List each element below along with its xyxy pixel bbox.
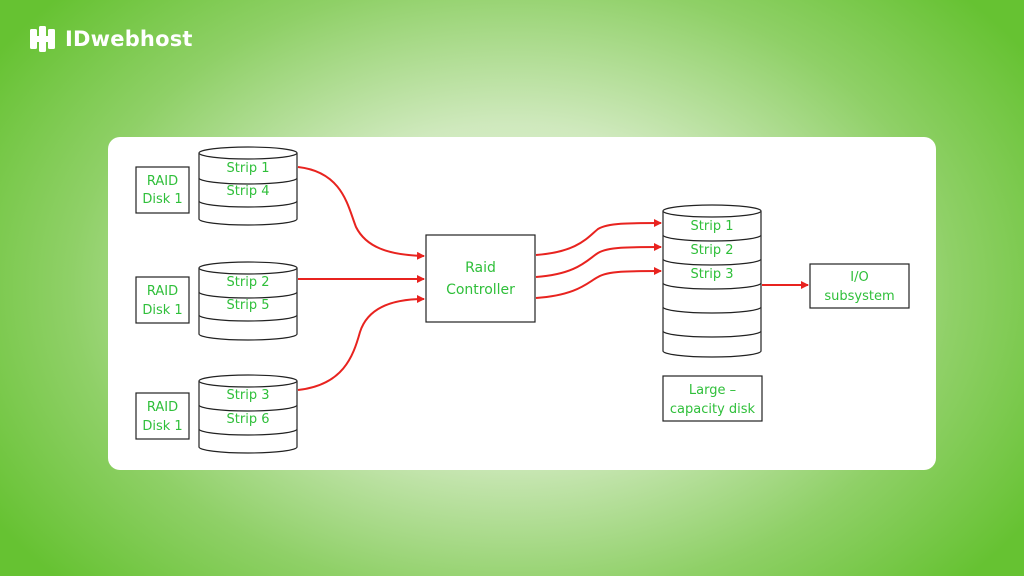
raid-disk-label-line2: Disk 1 <box>142 303 182 318</box>
disk-strip-label: Strip 4 <box>227 184 270 199</box>
raid-diagram: RAID Disk 1 Strip 1 Strip 4 RAID Disk 1 … <box>135 146 910 454</box>
disk-strip-label: Strip 2 <box>227 275 270 290</box>
arrow-controller-to-strip1 <box>535 219 662 256</box>
io-subsystem-box <box>809 263 910 309</box>
arrow-controller-to-strip3 <box>535 267 662 299</box>
raid-controller-label-line1: Raid <box>465 260 496 276</box>
arrow-disk3-to-controller <box>297 295 425 391</box>
disk-strip-label: Strip 1 <box>227 161 270 176</box>
arrow-disk1-to-controller <box>297 166 425 260</box>
raid-disk-group-1: RAID Disk 1 Strip 1 Strip 4 <box>135 146 298 226</box>
raid-disk-label-line2: Disk 1 <box>142 192 182 207</box>
raid-disk-label-box <box>135 276 190 324</box>
io-subsystem: I/O subsystem <box>809 263 910 309</box>
brand-name: IDwebhost <box>65 27 193 51</box>
raid-controller-box <box>425 234 536 323</box>
raid-disk-group-3: RAID Disk 1 Strip 3 Strip 6 <box>135 374 298 454</box>
io-subsystem-label-line2: subsystem <box>824 289 894 304</box>
large-disk-label: Large – capacity disk <box>662 375 763 422</box>
raid-disk-label-line2: Disk 1 <box>142 419 182 434</box>
large-capacity-disk: Strip 1 Strip 2 Strip 3 <box>662 204 762 358</box>
disk-cylinder <box>198 261 298 341</box>
large-disk-strip-label: Strip 2 <box>691 243 734 258</box>
disk-strip-label: Strip 6 <box>227 412 270 427</box>
raid-disk-label-box <box>135 392 190 440</box>
raid-controller-label-line2: Controller <box>446 282 515 298</box>
idwebhost-logo-icon <box>30 26 55 52</box>
disk-strip-label: Strip 5 <box>227 298 270 313</box>
raid-disk-group-2: RAID Disk 1 Strip 2 Strip 5 <box>135 261 298 341</box>
large-disk-strip-label: Strip 3 <box>691 267 734 282</box>
raid-controller: Raid Controller <box>425 234 536 323</box>
raid-disk-label-line1: RAID <box>147 284 178 299</box>
brand: IDwebhost <box>30 26 193 52</box>
raid-disk-label-box <box>135 166 190 214</box>
raid-disk-label-line1: RAID <box>147 174 178 189</box>
io-subsystem-label-line1: I/O <box>850 270 868 285</box>
raid-disk-label-line1: RAID <box>147 400 178 415</box>
arrow-controller-to-strip2 <box>535 243 662 278</box>
disk-cylinder <box>198 146 298 226</box>
large-disk-label-line1: Large – <box>689 383 736 398</box>
large-disk-label-line2: capacity disk <box>670 402 756 417</box>
large-disk-label-box <box>662 375 763 422</box>
disk-strip-label: Strip 3 <box>227 388 270 403</box>
large-disk-strip-label: Strip 1 <box>691 219 734 234</box>
disk-cylinder <box>198 374 298 454</box>
diagram-card: RAID Disk 1 Strip 1 Strip 4 RAID Disk 1 … <box>108 137 936 470</box>
